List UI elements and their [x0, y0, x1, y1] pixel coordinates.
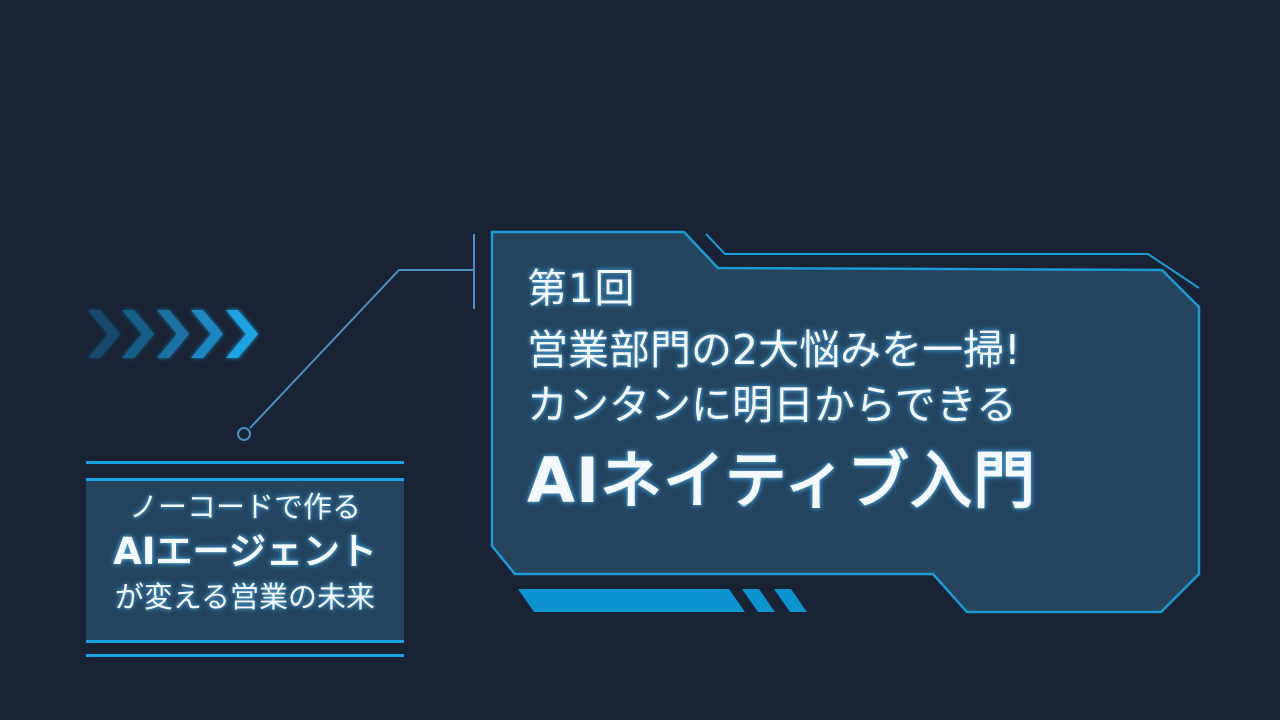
chevron-right-icon	[226, 310, 258, 358]
accent-bar-long	[518, 589, 745, 612]
accent-bar-short	[774, 589, 807, 612]
title-panel-frame	[490, 230, 1201, 614]
connector-line	[237, 234, 475, 441]
chevron-right-icon	[122, 310, 154, 358]
series-line-2: AIエージェント	[113, 530, 377, 573]
series-line-1: ノーコードで作る	[128, 490, 361, 524]
chevron-arrows	[88, 310, 258, 358]
main-title: AIネイティブ入門	[527, 444, 1037, 517]
accent-bars	[518, 589, 807, 612]
series-box-bottom-rule	[86, 654, 404, 657]
series-box: ノーコードで作る AIエージェント が変える営業の未来	[86, 478, 404, 643]
title-panel: 第1回 営業部門の2大悩みを一掃! カンタンに明日からできる AIネイティブ入門	[527, 264, 1187, 517]
chevron-right-icon	[88, 310, 120, 358]
chevron-right-icon	[191, 310, 223, 358]
accent-bar-short	[742, 589, 775, 612]
headline-line-1: 営業部門の2大悩みを一掃!	[527, 326, 1021, 374]
panel-accent-line	[705, 233, 1200, 289]
episode-number: 第1回	[527, 266, 636, 312]
headline-line-2: カンタンに明日からできる	[527, 381, 1017, 429]
series-line-3: が変える営業の未来	[114, 580, 376, 614]
circle-icon	[237, 427, 251, 441]
series-box-top-rule	[86, 461, 404, 464]
chevron-right-icon	[157, 310, 189, 358]
